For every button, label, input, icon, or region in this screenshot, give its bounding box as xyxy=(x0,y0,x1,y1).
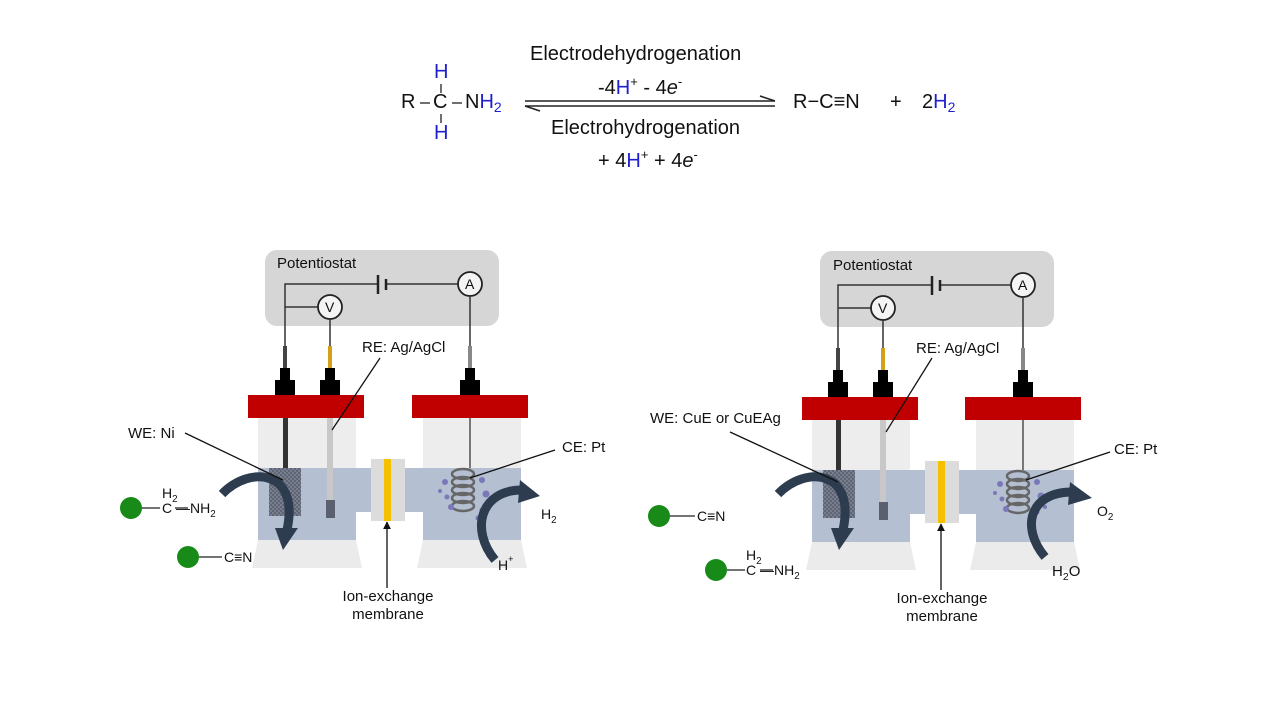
potentiostat-label: Potentiostat xyxy=(833,257,913,274)
charge: + xyxy=(508,554,514,564)
output-molecule-c: C xyxy=(746,562,757,578)
h: H xyxy=(498,557,509,573)
coef: -4 xyxy=(598,77,616,99)
output-molecule-nh2: —NH2 xyxy=(760,562,800,582)
ion-exchange-membrane xyxy=(384,459,391,521)
nh: —NH xyxy=(176,500,211,516)
ce-reaction-arrow xyxy=(477,485,523,563)
reactant-nh2: NH2 xyxy=(465,91,502,115)
plus-sign: + xyxy=(890,91,902,113)
h: H xyxy=(1052,563,1063,580)
reactant-c: C xyxy=(433,91,448,113)
working-electrode-label: WE: Ni xyxy=(128,425,175,442)
h: H xyxy=(541,506,552,522)
working-electrode-label: WE: CuE or CuEAg xyxy=(650,410,781,427)
reactant-h-bottom: H xyxy=(434,122,449,144)
we-reaction-arrow xyxy=(218,472,294,531)
forward-label: Electrodehydrogenation xyxy=(530,43,742,65)
h-atom: H xyxy=(479,91,494,113)
potentiostat-label: Potentiostat xyxy=(277,255,357,272)
reverse-terms: + 4H+ + 4e- xyxy=(598,147,698,173)
equilibrium-arrow xyxy=(524,95,776,112)
nh: —NH xyxy=(760,562,795,578)
subscript: 2 xyxy=(794,571,800,582)
ce-product-o2: O2 xyxy=(1097,503,1113,523)
membrane-label-line1: Ion-exchange xyxy=(896,590,988,607)
product-sphere xyxy=(177,546,199,568)
ammeter-symbol: A xyxy=(1018,277,1028,293)
input-molecule-h2: H2 xyxy=(162,485,178,505)
reactant-h-top: H xyxy=(434,61,449,83)
product-sphere xyxy=(705,559,727,581)
membrane-label-line2: membrane xyxy=(906,608,978,625)
counter-electrode-label: CE: Pt xyxy=(562,439,606,456)
ammeter-symbol: A xyxy=(465,276,475,292)
membrane-label-line1: Ion-exchange xyxy=(342,588,434,605)
product-hydrogen: 2H2 xyxy=(922,91,955,115)
electron: e xyxy=(682,150,694,172)
subscript: 2 xyxy=(1107,512,1114,523)
right-cell xyxy=(648,251,1111,590)
charge: + xyxy=(630,74,638,89)
cap-left xyxy=(802,397,918,420)
coef-e: + 4 xyxy=(648,150,683,172)
subscript: 2 xyxy=(947,99,956,115)
forward-terms: -4H+ - 4e- xyxy=(598,74,682,100)
input-molecule-c: C xyxy=(162,500,173,516)
product-nitrile: R−C≡N xyxy=(793,91,860,113)
ce-reaction-arrow xyxy=(1026,487,1073,560)
electron: e xyxy=(666,77,678,99)
reference-electrode-label: RE: Ag/AgCl xyxy=(362,339,446,356)
ce-product-h2: H2 xyxy=(541,506,557,526)
subscript: 2 xyxy=(172,494,178,505)
charge: - xyxy=(677,74,683,89)
cap-right xyxy=(412,395,528,418)
proton: H xyxy=(626,150,641,172)
we-reaction-arrow xyxy=(774,472,850,531)
subscript: 2 xyxy=(551,515,557,526)
reference-electrode-label: RE: Ag/AgCl xyxy=(916,340,1000,357)
membrane-label-line2: membrane xyxy=(352,606,424,623)
ce-reactant-water: H2O xyxy=(1052,563,1080,583)
voltmeter-symbol: V xyxy=(878,300,888,316)
ce-reactant-proton: H+ xyxy=(498,554,513,573)
subscript: 2 xyxy=(493,99,502,115)
reverse-label: Electrohydrogenation xyxy=(551,117,741,139)
voltmeter-symbol: V xyxy=(325,299,335,315)
coef-e: - 4 xyxy=(637,77,667,99)
reactant-bonds xyxy=(420,84,462,123)
h: H xyxy=(746,547,757,563)
output-molecule-nitrile: C≡N xyxy=(224,549,253,565)
substrate-sphere xyxy=(120,497,142,519)
coef: 2 xyxy=(922,91,934,113)
input-molecule-nitrile: C≡N xyxy=(697,508,726,524)
charge: - xyxy=(693,147,698,162)
proton: H xyxy=(615,77,631,99)
charge: + xyxy=(640,147,649,162)
input-molecule-nh2: —NH2 xyxy=(176,500,216,520)
left-cell xyxy=(120,250,556,588)
h-atom: H xyxy=(933,91,948,113)
cap-right xyxy=(965,397,1081,420)
coef: + 4 xyxy=(598,150,627,172)
counter-electrode-label: CE: Pt xyxy=(1114,441,1158,458)
cap-left xyxy=(248,395,364,418)
reactant-r: R xyxy=(401,91,416,113)
o: O xyxy=(1097,503,1108,519)
subscript: 2 xyxy=(1062,571,1069,583)
o: O xyxy=(1068,563,1081,580)
output-molecule-h2: H2 xyxy=(746,547,762,567)
ion-exchange-membrane xyxy=(938,461,945,523)
n-atom: N xyxy=(465,91,480,113)
h: H xyxy=(162,485,173,501)
counter-electrode-coil xyxy=(450,467,476,513)
substrate-sphere xyxy=(648,505,670,527)
subscript: 2 xyxy=(756,556,762,567)
subscript: 2 xyxy=(210,509,216,520)
